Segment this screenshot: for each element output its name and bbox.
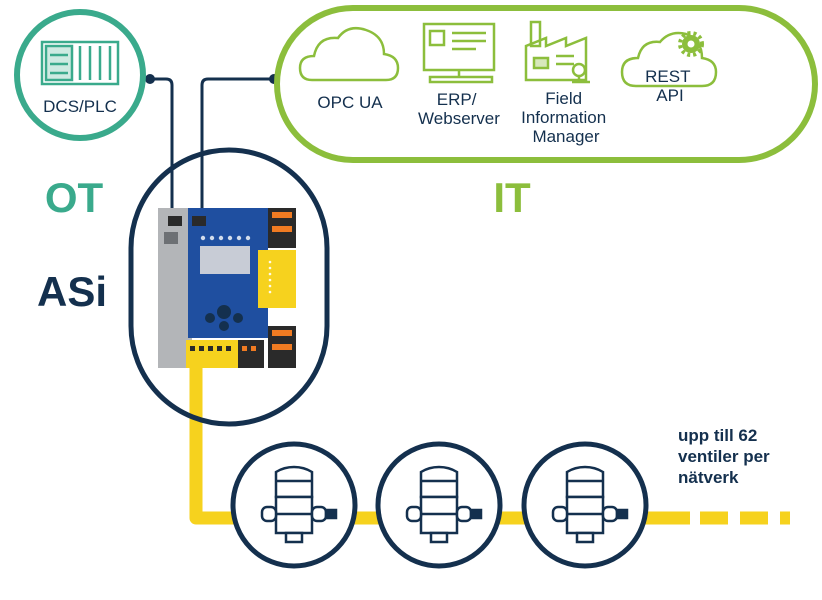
- valve-node-2: [375, 441, 503, 569]
- it-item-label: OPC UA: [317, 93, 383, 112]
- it-item-label: Field Information Manager: [521, 89, 611, 146]
- it-item-erp: ERP/ Webserver: [418, 22, 500, 128]
- it-item-rest-api: REST API: [620, 31, 718, 105]
- it-systems-group: OPC UA ERP/ Webserver: [274, 5, 818, 163]
- ethernet-cables: [145, 74, 279, 218]
- it-item-opcua: OPC UA: [298, 27, 400, 112]
- cloud-icon: [298, 27, 400, 82]
- valve-actuator-icon: [260, 465, 338, 544]
- valve-node-3: [521, 441, 649, 569]
- asi-label: ASi: [37, 268, 107, 315]
- plc-label: DCS/PLC: [43, 97, 117, 116]
- valve-node-1: [230, 441, 358, 569]
- plc-node: DCS/PLC: [14, 9, 146, 141]
- valve-actuator-icon: [405, 465, 483, 544]
- valve-actuator-icon: [551, 465, 629, 544]
- cloud-gear-icon: [620, 31, 718, 88]
- asi-gateway-icon: [158, 208, 296, 368]
- ot-label: OT: [45, 174, 104, 221]
- it-item-label: REST API: [645, 67, 695, 105]
- it-item-label: ERP/ Webserver: [418, 90, 500, 128]
- it-label: IT: [493, 174, 531, 221]
- monitor-icon: [422, 22, 496, 84]
- gateway-oval: [128, 147, 330, 427]
- network-capacity-note: upp till 62 ventiler per nätverk: [678, 426, 774, 487]
- plc-rack-icon: [40, 40, 120, 86]
- gear-icon: [678, 31, 704, 57]
- it-item-fim: Field Information Manager: [521, 20, 611, 146]
- factory-icon: [524, 20, 590, 84]
